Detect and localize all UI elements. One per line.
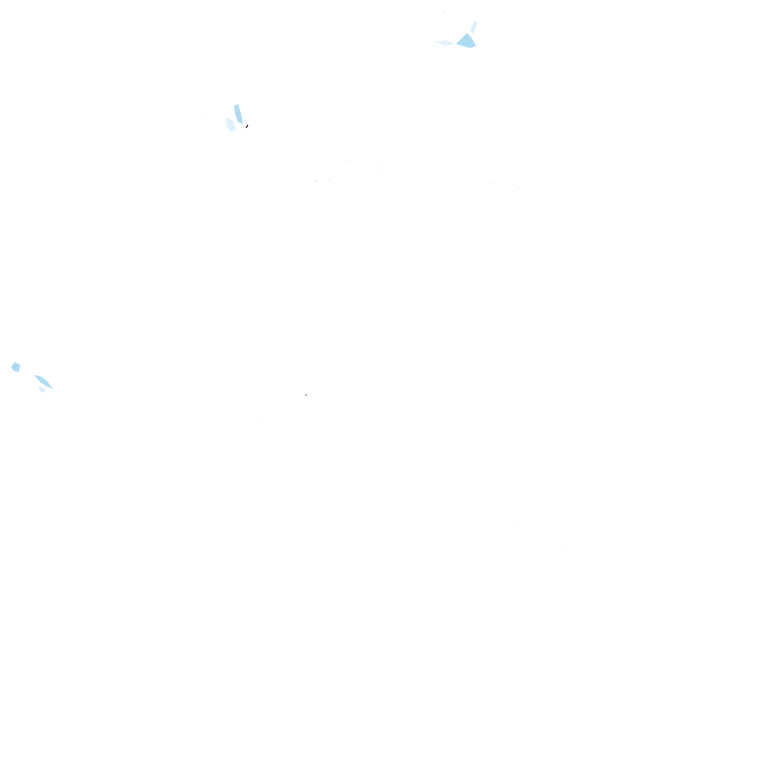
water-patch <box>234 104 243 124</box>
water-patch <box>38 386 45 393</box>
water-patch <box>34 375 53 389</box>
water-patch <box>434 40 454 46</box>
water-patch <box>456 33 476 48</box>
speck <box>245 124 249 129</box>
speck <box>202 117 204 119</box>
water-feature-upper-left <box>202 104 249 132</box>
water-patch <box>470 20 477 34</box>
speck <box>305 394 307 396</box>
water-patch <box>11 362 20 372</box>
water-patch <box>226 118 236 132</box>
water-feature-left-edge <box>11 362 53 393</box>
water-feature-top-right <box>434 20 477 48</box>
faint-specks <box>262 11 564 550</box>
